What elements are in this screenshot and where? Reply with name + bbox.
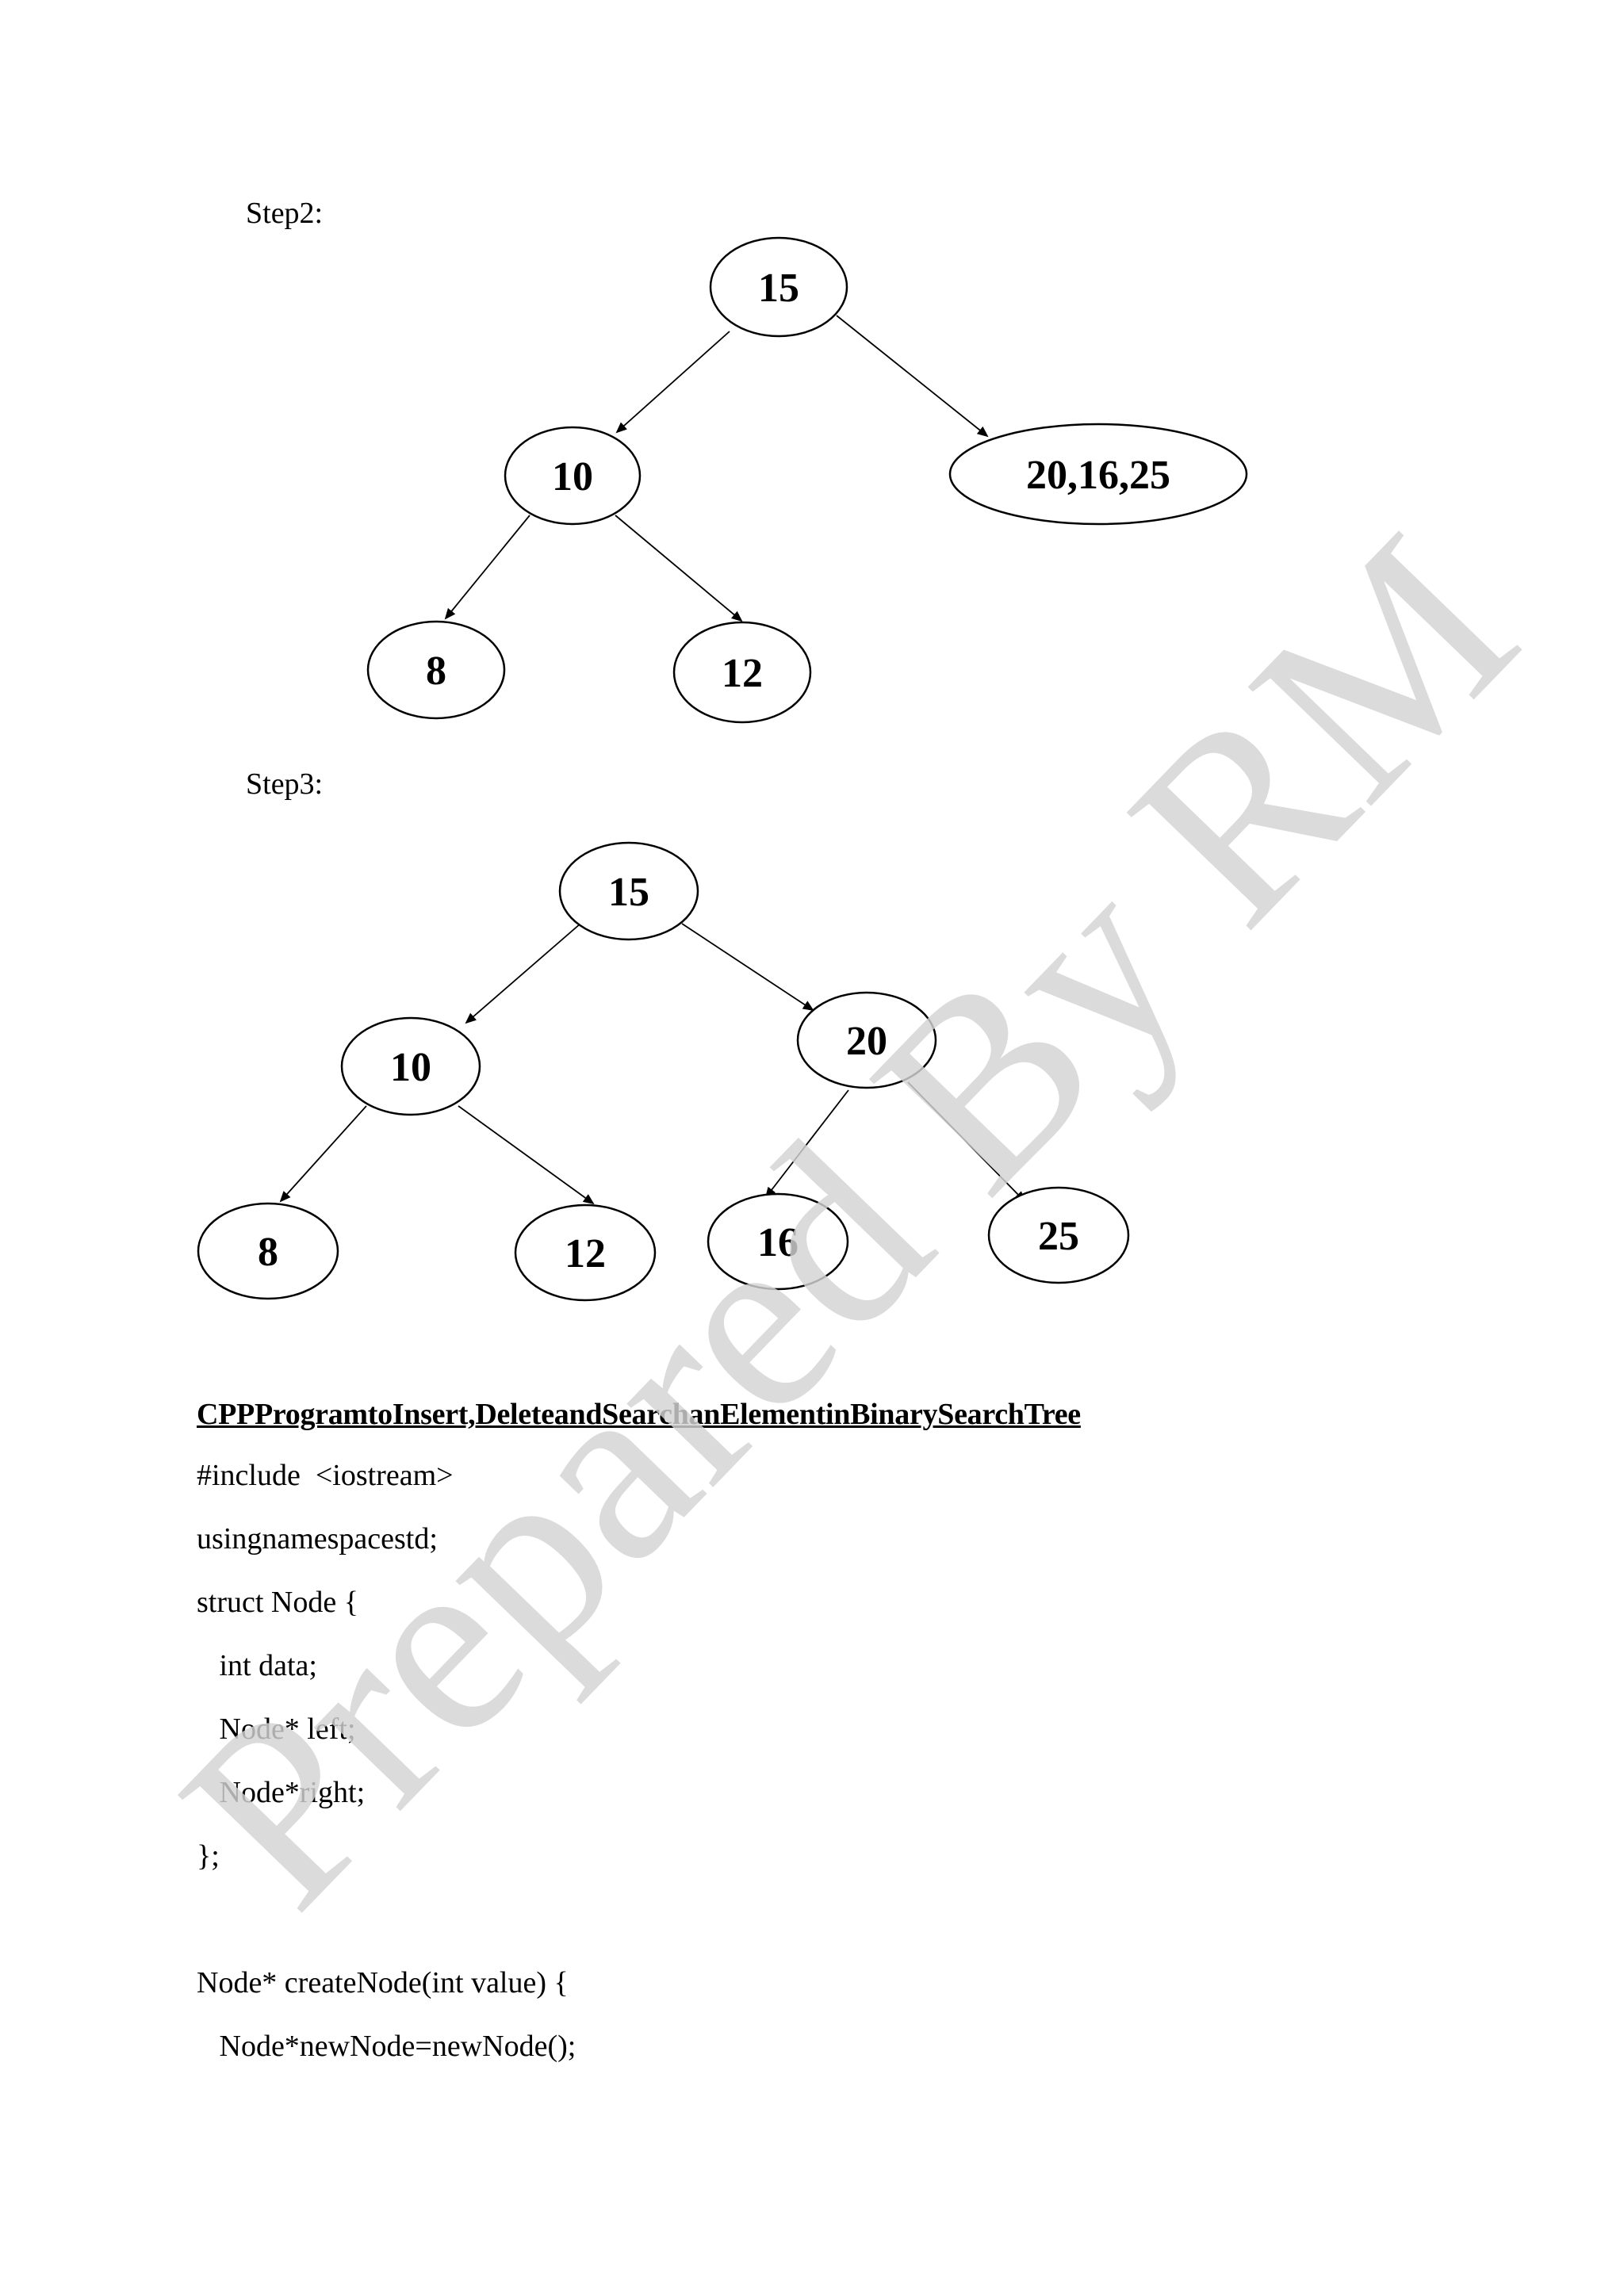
tree-node-20: 20 [796, 991, 937, 1089]
code-line: struct Node { [197, 1586, 358, 1619]
edge-10-12 [458, 1105, 595, 1205]
step2-label: Step2: [246, 197, 324, 230]
code-line: Node*newNode=newNode(); [197, 2030, 576, 2063]
tree-node-20-16-25: 20,16,25 [948, 423, 1248, 526]
code-line: Node*right; [197, 1776, 366, 1809]
program-heading: CPPProgramtoInsert,DeleteandSearchanElem… [197, 1398, 1081, 1431]
edge-10-8 [279, 1105, 367, 1203]
code-line: usingnamespacestd; [197, 1522, 438, 1556]
tree-node-15: 15 [558, 841, 699, 941]
code-line: Node* left; [197, 1712, 356, 1746]
edge-10-12 [615, 515, 743, 622]
svg-text:16: 16 [757, 1220, 799, 1265]
svg-text:15: 15 [758, 266, 799, 311]
step2-tree-diagram: 15 10 20,16,25 8 12 [366, 236, 1248, 724]
edge-10-8 [444, 515, 530, 620]
svg-text:25: 25 [1038, 1214, 1079, 1259]
edge-15-20 [681, 923, 814, 1012]
tree-node-16: 16 [707, 1192, 849, 1291]
svg-text:10: 10 [390, 1045, 431, 1090]
tree-node-15: 15 [709, 236, 848, 338]
edge-15-right [836, 315, 989, 438]
tree-node-25: 25 [987, 1186, 1130, 1284]
svg-text:20: 20 [846, 1019, 887, 1064]
svg-text:12: 12 [565, 1231, 606, 1276]
tree-node-10: 10 [340, 1016, 481, 1116]
tree-node-8: 8 [197, 1202, 339, 1300]
edge-20-25 [907, 1081, 1026, 1203]
code-line: #include <iostream> [197, 1459, 454, 1492]
step3-label: Step3: [246, 767, 324, 801]
tree-node-10: 10 [504, 426, 642, 526]
tree-node-8: 8 [366, 620, 506, 720]
code-line: Node* createNode(int value) { [197, 1966, 569, 1999]
svg-text:8: 8 [258, 1230, 278, 1275]
edge-15-10 [615, 331, 730, 434]
edge-15-10 [465, 923, 581, 1024]
tree-node-12: 12 [672, 621, 812, 724]
edge-20-16 [764, 1089, 849, 1199]
svg-text:20,16,25: 20,16,25 [1026, 453, 1170, 498]
svg-text:8: 8 [426, 649, 446, 694]
svg-text:10: 10 [552, 454, 593, 499]
svg-text:12: 12 [722, 651, 763, 696]
code-line: }; [197, 1839, 220, 1873]
tree-node-12: 12 [514, 1203, 657, 1302]
code-line: int data; [197, 1649, 317, 1682]
svg-text:15: 15 [608, 870, 649, 915]
step3-tree-diagram: 15 10 20 8 12 16 25 [197, 841, 1130, 1302]
